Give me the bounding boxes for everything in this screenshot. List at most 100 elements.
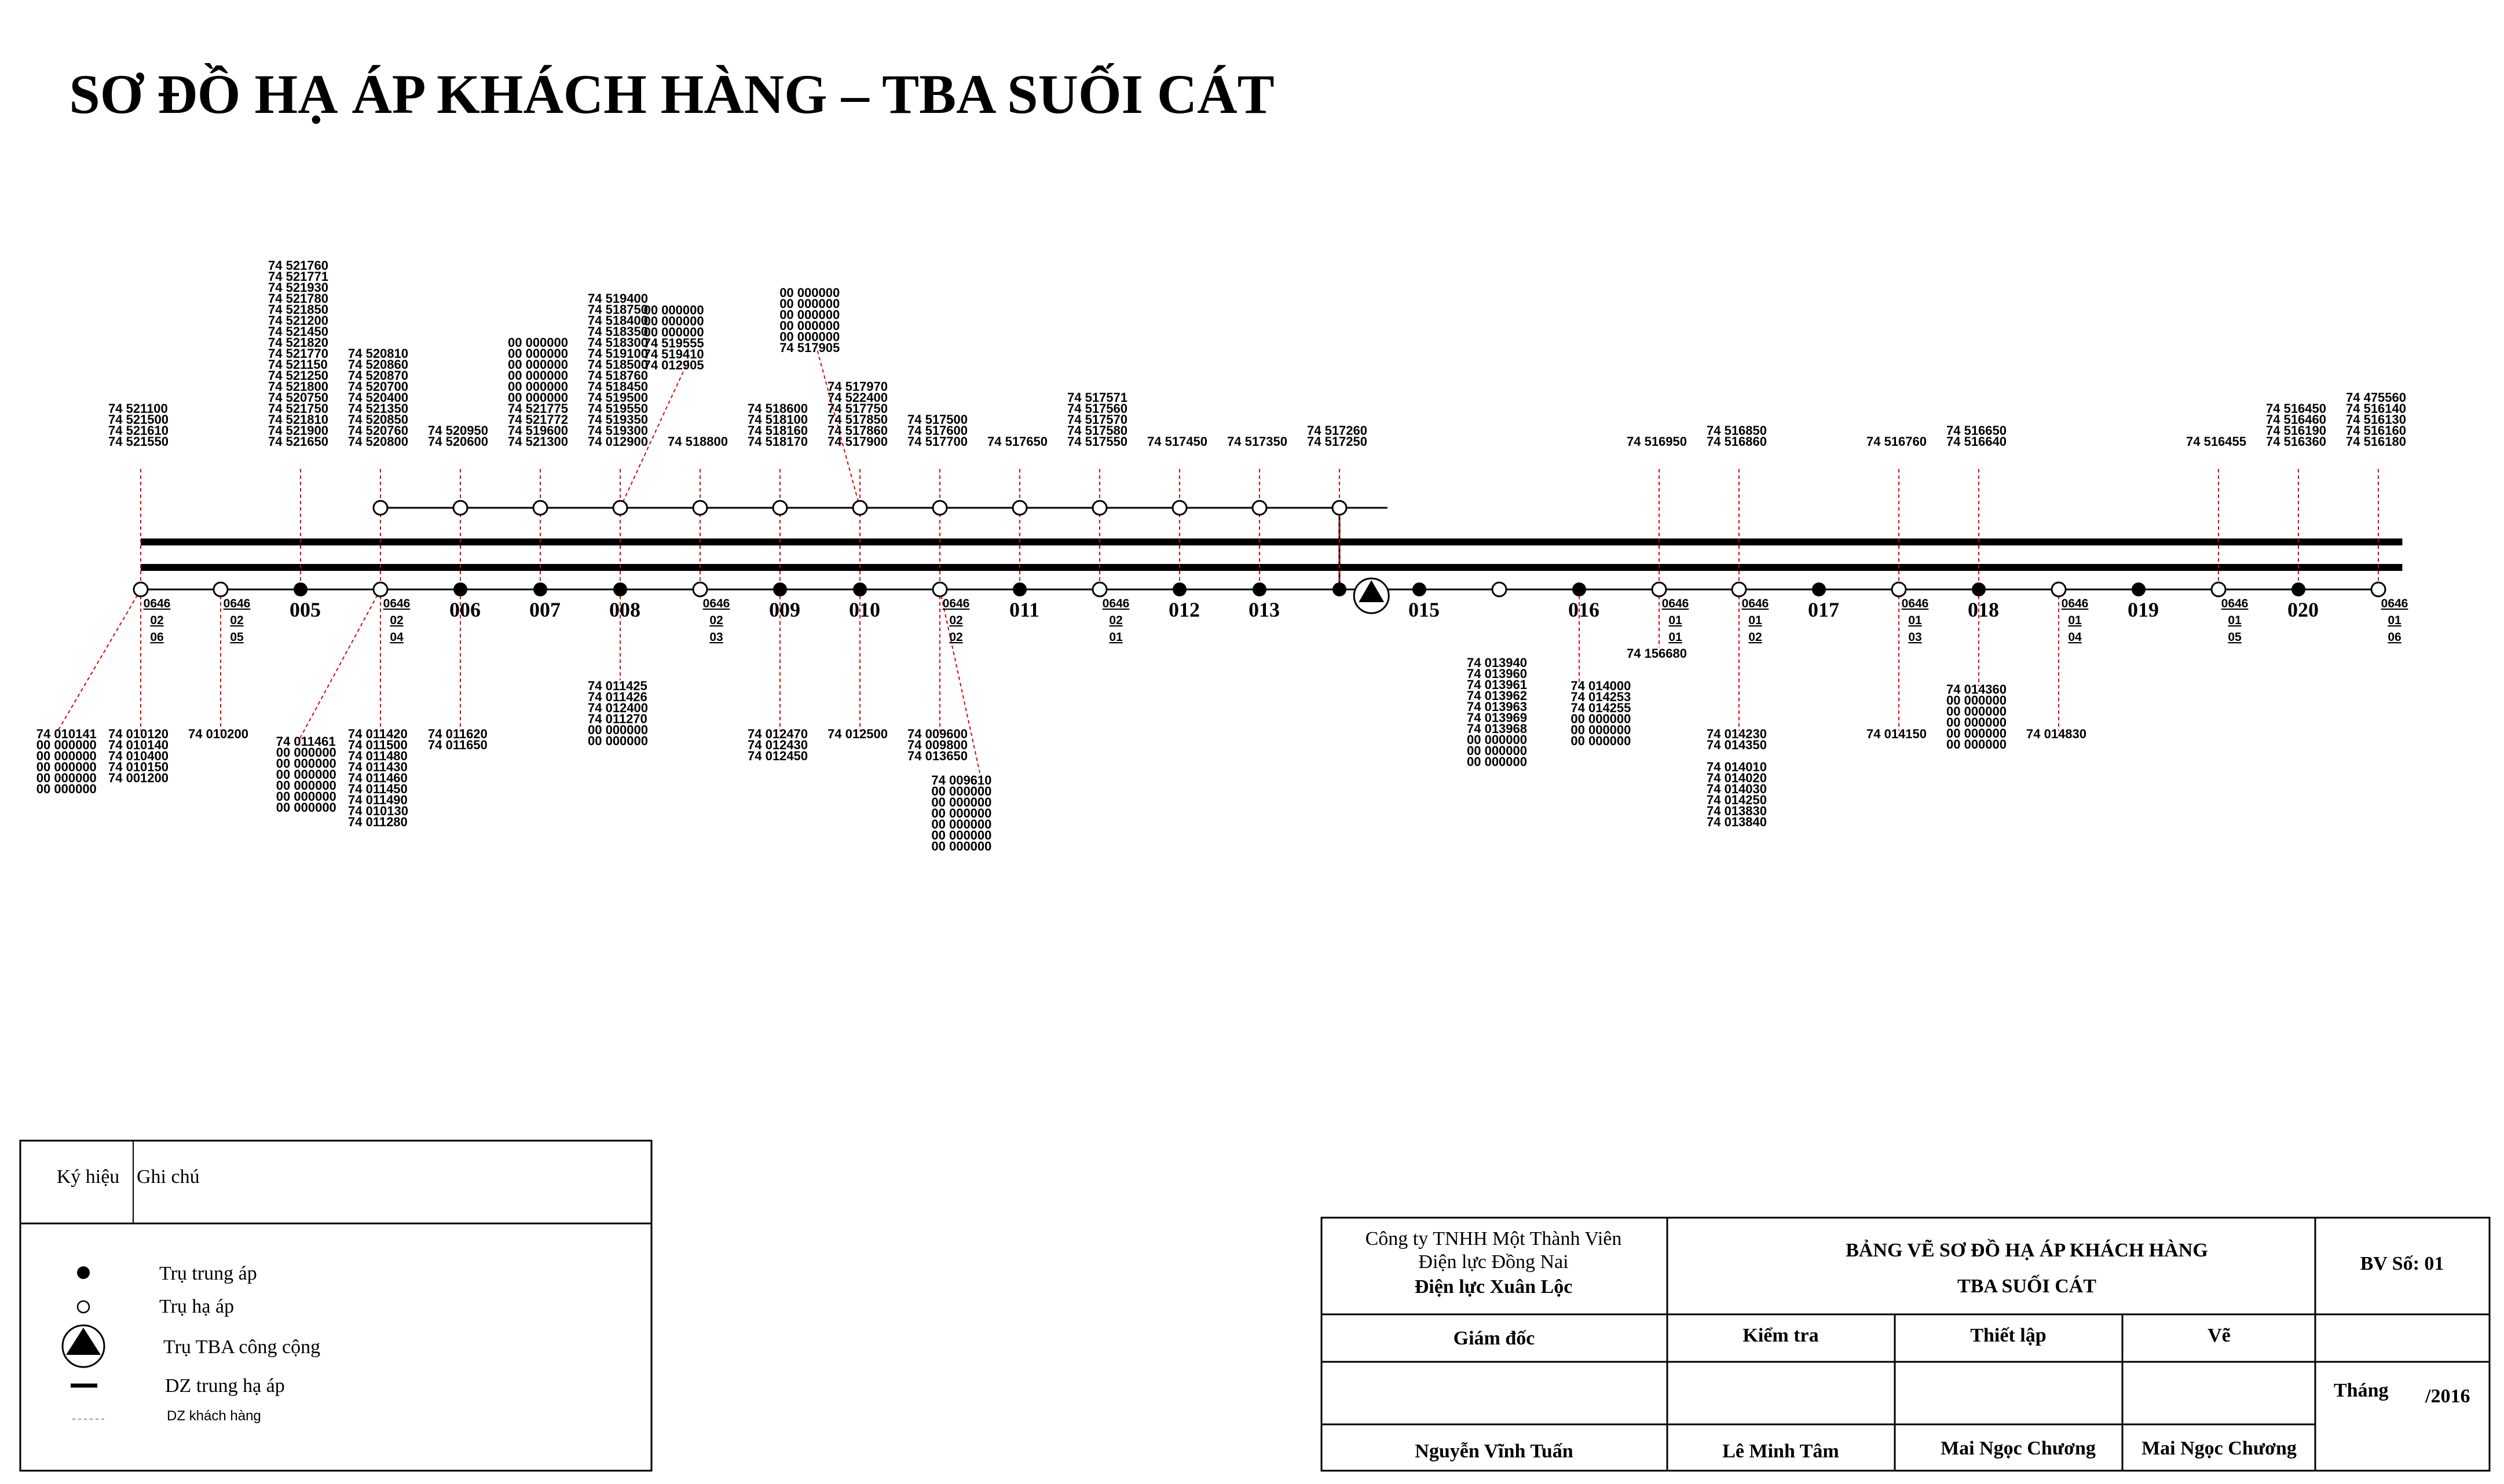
legend-label-tba: Trụ TBA công cộng: [163, 1336, 320, 1358]
customer-account: 74 519550: [588, 401, 648, 416]
customer-account: 74 013830: [1707, 804, 1767, 818]
customer-account: 74 010141: [36, 727, 97, 741]
route-code-label: 0646: [2381, 597, 2408, 610]
customer-account: 74 013969: [1467, 710, 1527, 725]
customer-account: 74 014830: [2026, 727, 2086, 741]
lv-pole: [772, 500, 788, 516]
role-checker: Kiểm tra: [1742, 1325, 1818, 1346]
customer-account: 74 517500: [907, 412, 968, 427]
customer-account: 74 517450: [1147, 434, 1207, 449]
route-code-label: 03: [709, 631, 723, 644]
customer-account: 74 013968: [1467, 721, 1527, 736]
customer-account: 00 000000: [508, 368, 568, 383]
lv-pole: [1092, 500, 1108, 516]
customer-account: 74 519500: [588, 390, 648, 405]
customer-account: 74 517560: [1067, 401, 1127, 416]
customer-account: 74 010200: [188, 727, 248, 741]
customer-account: 74 517970: [828, 379, 888, 394]
customer-account: 74 516360: [2266, 434, 2326, 449]
customer-account: 00 000000: [1946, 704, 2007, 719]
customer-account: 00 000000: [588, 723, 648, 737]
lv-pole: [372, 500, 389, 516]
customer-account: 00 000000: [276, 789, 336, 804]
route-code-label: 02: [1748, 631, 1762, 644]
route-code-label: 01: [2388, 614, 2402, 627]
customer-account: 74 516850: [1707, 423, 1767, 438]
date-value: /2016: [2425, 1386, 2470, 1407]
customer-account: 74 010120: [108, 727, 169, 741]
lv-pole: [1251, 500, 1268, 516]
customer-account: 74 521820: [268, 335, 328, 350]
customer-account: 74 517860: [828, 423, 888, 438]
customer-account: 74 519555: [644, 336, 704, 350]
customer-account: 74 518750: [588, 302, 648, 317]
customer-account: 74 521780: [268, 291, 328, 306]
customer-account: 74 521550: [108, 434, 169, 449]
customer-account: 74 517900: [828, 434, 888, 449]
customer-account: 74 521610: [108, 423, 169, 438]
route-code-label: 0646: [2221, 597, 2249, 610]
customer-account: 74 521760: [268, 258, 328, 273]
customer-account: 74 521300: [508, 434, 568, 449]
route-code-label: 02: [949, 631, 962, 644]
lv-pole: [932, 581, 948, 598]
customer-account: 00 000000: [1467, 754, 1527, 769]
customer-account: 74 012905: [644, 358, 704, 372]
customer-account: 74 519300: [588, 423, 648, 438]
customer-account: 74 519410: [644, 347, 704, 361]
diagram-title: SƠ ĐỒ HẠ ÁP KHÁCH HÀNG – TBA SUỐI CÁT: [69, 63, 1274, 125]
network-lines: [141, 507, 2403, 591]
customer-account: 74 517350: [1227, 434, 1287, 449]
customer-account: 00 000000: [36, 749, 97, 763]
customer-account: 74 518800: [668, 434, 728, 449]
mv-pole: [533, 582, 547, 596]
route-code-label: 01: [1748, 614, 1762, 627]
mv-pole: [1332, 582, 1346, 596]
title-block-frame: [1320, 1216, 2491, 1472]
customer-account: 74 519600: [508, 423, 568, 438]
route-code-label: 01: [1668, 614, 1682, 627]
mv-pole: [1972, 582, 1986, 596]
customer-account: 74 520870: [348, 368, 408, 383]
legend-mv-pole-icon: [77, 1266, 90, 1279]
route-code-label: 0646: [2062, 597, 2089, 610]
route-code-label: 01: [1109, 631, 1123, 644]
customer-account: 74 518160: [748, 423, 808, 438]
customer-account: 74 520850: [348, 412, 408, 427]
customer-account: 74 517250: [1307, 434, 1367, 449]
route-code-label: 01: [1668, 631, 1682, 644]
customer-account: 74 014253: [1571, 690, 1631, 704]
customer-account: 74 516860: [1707, 434, 1767, 449]
pole-number-label: 013: [1249, 598, 1280, 621]
route-code-label: 0646: [703, 597, 730, 610]
lv-pole: [133, 581, 149, 598]
customer-account: 74 011280: [348, 815, 408, 829]
customer-account: 74 519100: [588, 346, 648, 361]
lv-pole: [2210, 581, 2227, 598]
lv-pole: [1331, 500, 1348, 516]
customer-account: 74 014255: [1571, 701, 1631, 715]
customer-account: 74 001200: [108, 771, 169, 785]
lv-pole: [932, 500, 948, 516]
customer-account: 74 014250: [1707, 793, 1767, 807]
customer-account: 74 517905: [779, 340, 840, 355]
lv-pole: [852, 500, 868, 516]
lv-pole: [612, 500, 628, 516]
lv-pole: [1891, 581, 1907, 598]
customer-account: 74 521800: [268, 379, 328, 394]
mv-pole: [1173, 582, 1187, 596]
customer-account: 74 518500: [588, 357, 648, 372]
lv-pole: [692, 500, 708, 516]
mv-pole: [773, 582, 787, 596]
customer-account: 74 011420: [348, 727, 408, 741]
customer-account: 74 517850: [828, 412, 888, 427]
customer-account: 00 000000: [276, 767, 336, 782]
customer-account: 00 000000: [779, 318, 840, 333]
customer-account: 74 010140: [108, 738, 169, 752]
route-code-label: 03: [1908, 631, 1921, 644]
customer-account: 74 521772: [508, 412, 568, 427]
company-line-2: Điện lực Đồng Nai: [1418, 1251, 1568, 1273]
customer-account: 74 516160: [2346, 423, 2406, 438]
mv-pole: [1812, 582, 1826, 596]
